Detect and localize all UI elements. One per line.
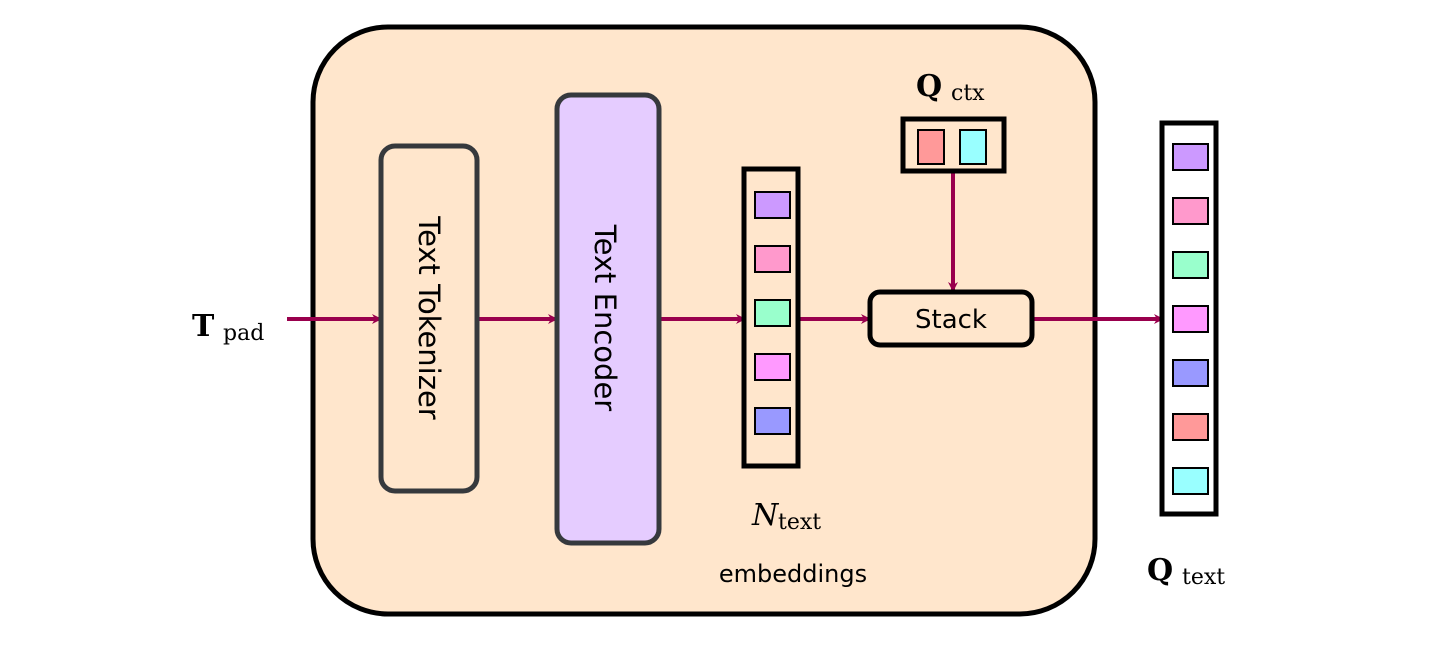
context-subscript: ctx	[951, 81, 985, 106]
embeddings-caption: embeddings	[719, 560, 867, 588]
output-label: Q text	[1147, 553, 1225, 590]
embedding-token	[754, 191, 791, 219]
output-token	[1172, 467, 1209, 495]
output-token	[1172, 305, 1209, 333]
embedding-token	[754, 407, 791, 435]
context-symbol: Q	[916, 69, 942, 104]
context-token	[959, 129, 987, 165]
output-token	[1172, 413, 1209, 441]
embeddings-subscript: text	[778, 510, 821, 535]
output-column	[1159, 120, 1219, 517]
context-label: Q ctx	[916, 69, 985, 106]
encoder-label: Text Encoder	[588, 224, 622, 412]
tokenizer-label: Text Tokenizer	[412, 215, 446, 420]
text-tokenizer-block: Text Tokenizer	[378, 143, 480, 494]
output-subscript: text	[1182, 565, 1225, 590]
embeddings-symbol: N	[751, 498, 780, 533]
stack-label: Stack	[915, 305, 987, 335]
text-encoder-block: Text Encoder	[554, 92, 662, 546]
output-token	[1172, 143, 1209, 171]
embeddings-label: N text	[751, 498, 821, 535]
input-subscript: pad	[223, 321, 264, 346]
embedding-token	[754, 245, 791, 273]
context-box	[900, 116, 1007, 174]
embedding-token	[754, 299, 791, 327]
output-token	[1172, 251, 1209, 279]
input-symbol: T	[192, 309, 215, 344]
embedding-token	[754, 353, 791, 381]
embeddings-column	[741, 166, 801, 469]
stack-block: Stack	[867, 289, 1035, 348]
output-symbol: Q	[1147, 553, 1173, 588]
output-token	[1172, 359, 1209, 387]
context-token	[917, 129, 945, 165]
output-token	[1172, 197, 1209, 225]
input-label: T pad	[192, 309, 264, 346]
